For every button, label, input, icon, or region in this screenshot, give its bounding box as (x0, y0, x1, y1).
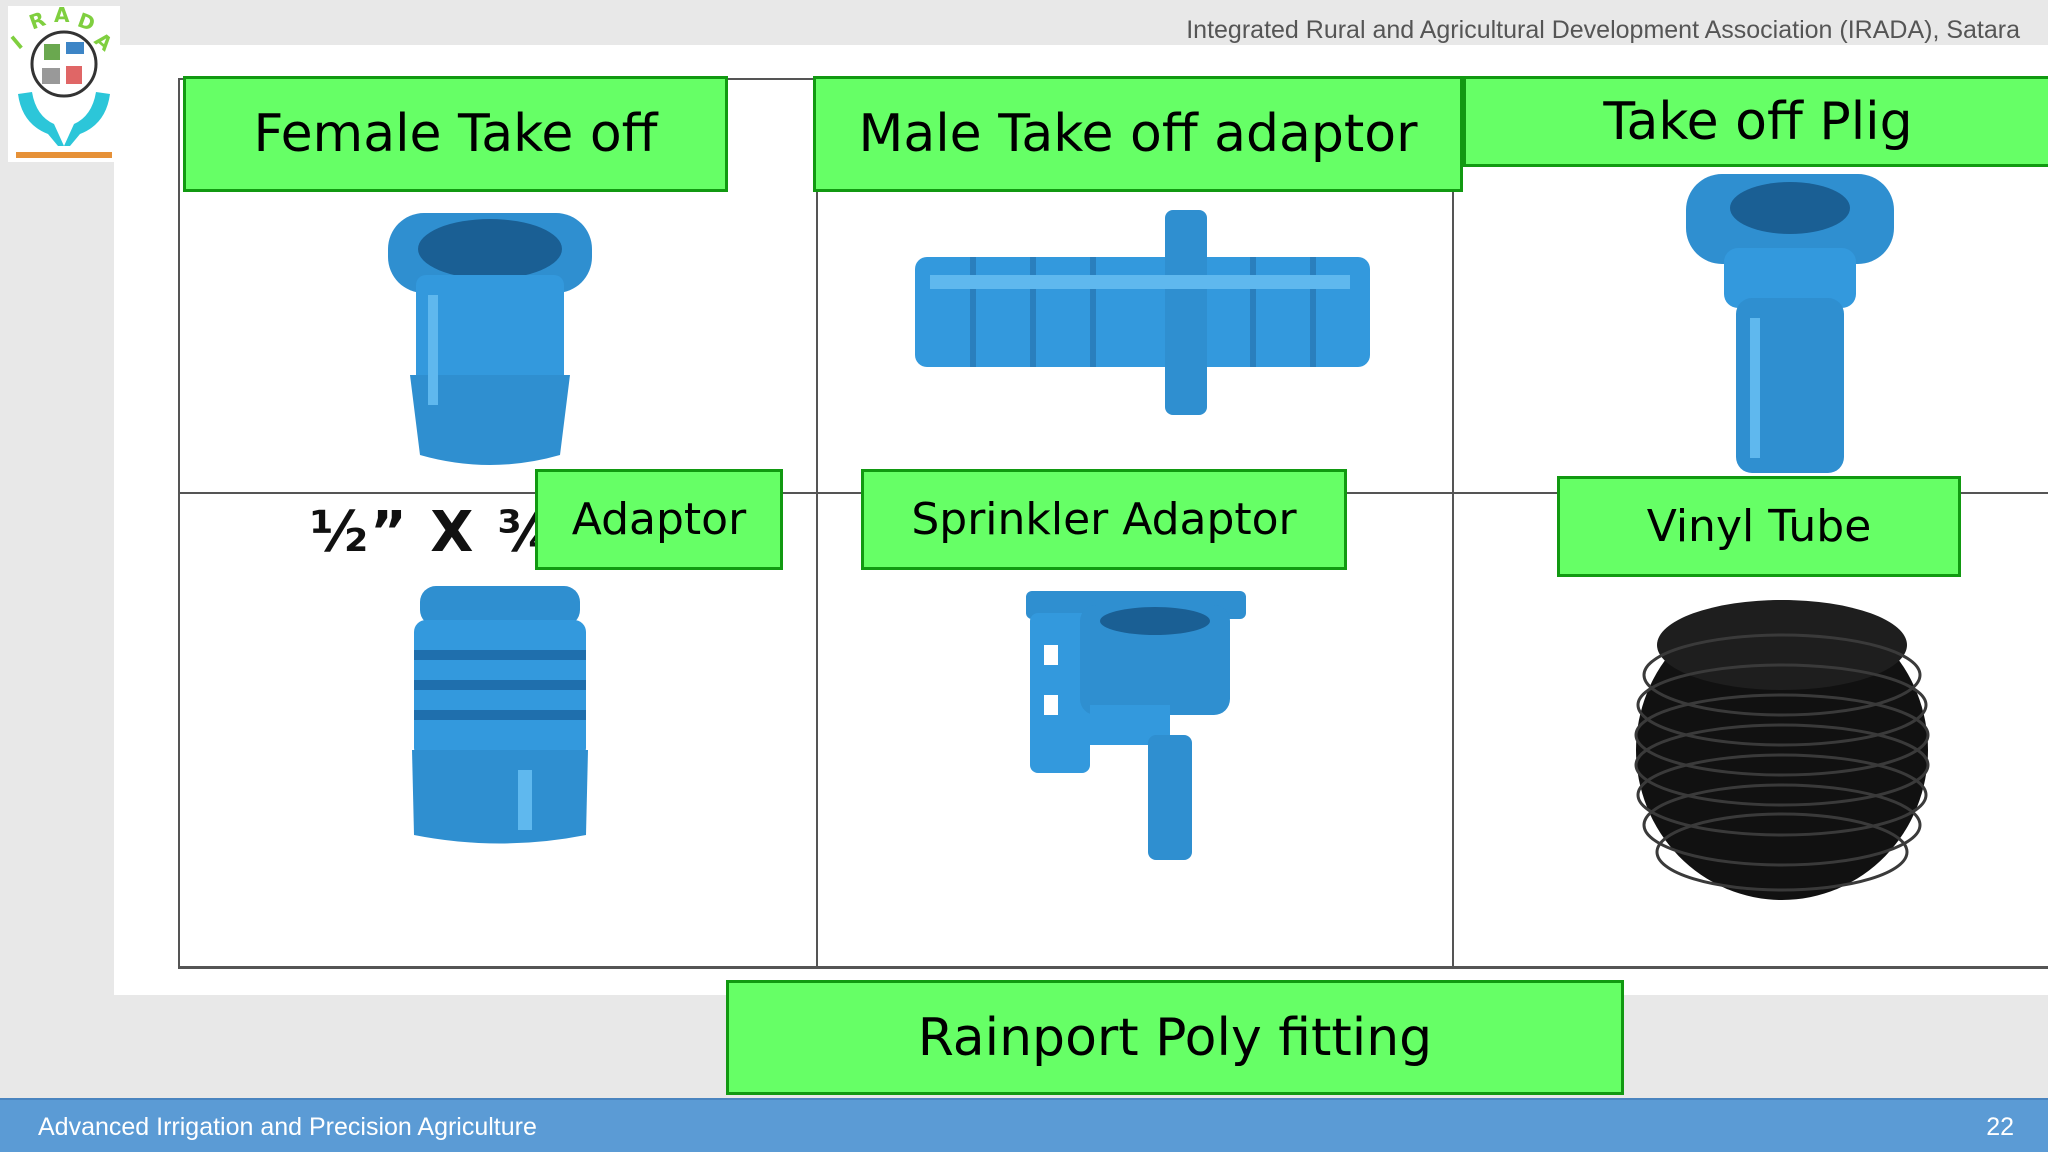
female-take-off-image (388, 213, 592, 465)
label-sprinkler-adaptor: Sprinkler Adaptor (861, 469, 1347, 570)
male-take-off-adaptor-image (915, 210, 1370, 415)
organization-header: Integrated Rural and Agricultural Develo… (1186, 16, 2020, 44)
label-female-take-off: Female Take off (183, 76, 728, 192)
footer-bar: Advanced Irrigation and Precision Agricu… (0, 1098, 2048, 1152)
sprinkler-adaptor-image (1026, 591, 1246, 860)
svg-text:I: I (8, 31, 27, 54)
footer-title: Advanced Irrigation and Precision Agricu… (38, 1113, 537, 1141)
vinyl-tube-coil-image (1634, 600, 1930, 900)
label-vinyl-tube: Vinyl Tube (1557, 476, 1961, 577)
svg-text:A: A (54, 6, 70, 27)
grid-line (178, 966, 2048, 969)
svg-text:D: D (75, 8, 99, 36)
grid-line (816, 78, 818, 968)
grid-line (1452, 78, 1454, 968)
page-number: 22 (1986, 1113, 2014, 1141)
irada-logo: I R A D A (6, 3, 120, 162)
label-adaptor: Adaptor (535, 469, 783, 570)
adaptor-image (412, 586, 588, 844)
label-male-take-off-adaptor: Male Take off adaptor (813, 76, 1463, 192)
label-rainport-poly-fitting: Rainport Poly fitting (726, 980, 1624, 1095)
take-off-plug-image (1686, 174, 1894, 473)
svg-text:R: R (26, 7, 49, 35)
label-take-off-plig: Take off Plig (1463, 76, 2048, 167)
grid-line (178, 78, 180, 968)
